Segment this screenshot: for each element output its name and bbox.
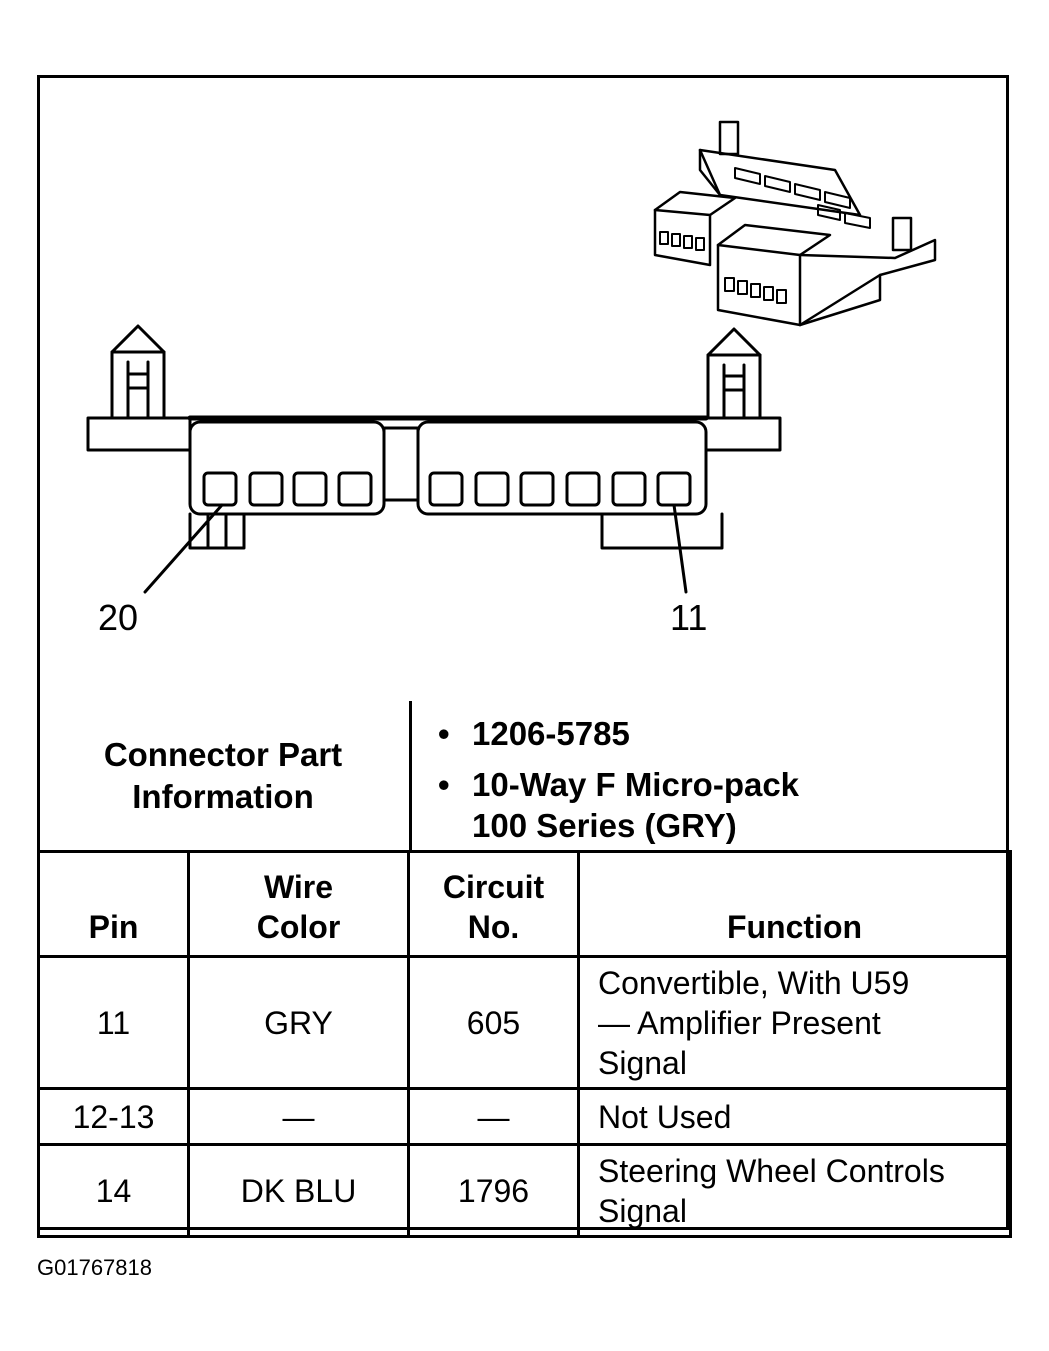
left-latch [110,324,166,420]
connector-body-right [416,420,708,516]
connector-body-left [188,420,386,516]
part-number: • 1206-5785 [438,713,630,754]
bullet: • [438,766,450,803]
connector-info: Connector Part Information • 1206-5785 •… [37,701,1009,851]
connector-info-label-line1: Connector Part [103,736,343,773]
right-latch [706,327,762,420]
cell-pin: 14 [37,1143,190,1238]
connector-flange [86,416,192,452]
connector-info-values: • 1206-5785 • 10-Way F Micro-pack 100 Se… [409,701,1012,851]
cell-circuit: 1796 [407,1143,580,1238]
connector-info-label: Connector Part Information [37,701,409,851]
cell-function: Convertible, With U59 — Amplifier Presen… [577,955,1012,1090]
leader-line-11 [672,503,688,594]
cell-circuit: — [407,1087,580,1146]
cell-wire-color: GRY [187,955,410,1090]
cell-circuit: 605 [407,955,580,1090]
cell-wire-color: DK BLU [187,1143,410,1238]
connector-description: • 10-Way F Micro-pack 100 Series (GRY) [438,764,800,846]
cell-function: Not Used [577,1087,1012,1146]
pin-label-11: 11 [670,597,708,638]
connector-info-label-line2: Information [132,778,314,815]
pin-label-20: 20 [98,597,139,638]
cell-pin: 11 [37,955,190,1090]
figure-id: G01767818 [37,1255,152,1280]
pin-cavities [202,471,692,507]
part-number-text: 1206-5785 [472,715,630,752]
cell-pin: 12-13 [37,1087,190,1146]
table-row: 11 GRY 605 Convertible, With U59 — Ampli… [37,955,1012,1090]
cell-function: Steering Wheel Controls Signal [577,1143,1012,1238]
connector-description-line2: 100 Series (GRY) [472,807,737,844]
leader-line-20 [143,503,224,594]
cell-wire-color: — [187,1087,410,1146]
header-pin: Pin [37,850,190,958]
bullet: • [438,715,450,752]
connector-description-line1: 10-Way F Micro-pack [472,766,800,803]
table-row: 14 DK BLU 1796 Steering Wheel Controls S… [37,1143,1012,1238]
header-function: Function [577,850,1012,958]
table-row: 12-13 — — Not Used [37,1087,1012,1146]
connector-3d-icon [653,120,937,327]
connector-diagram [86,120,937,594]
